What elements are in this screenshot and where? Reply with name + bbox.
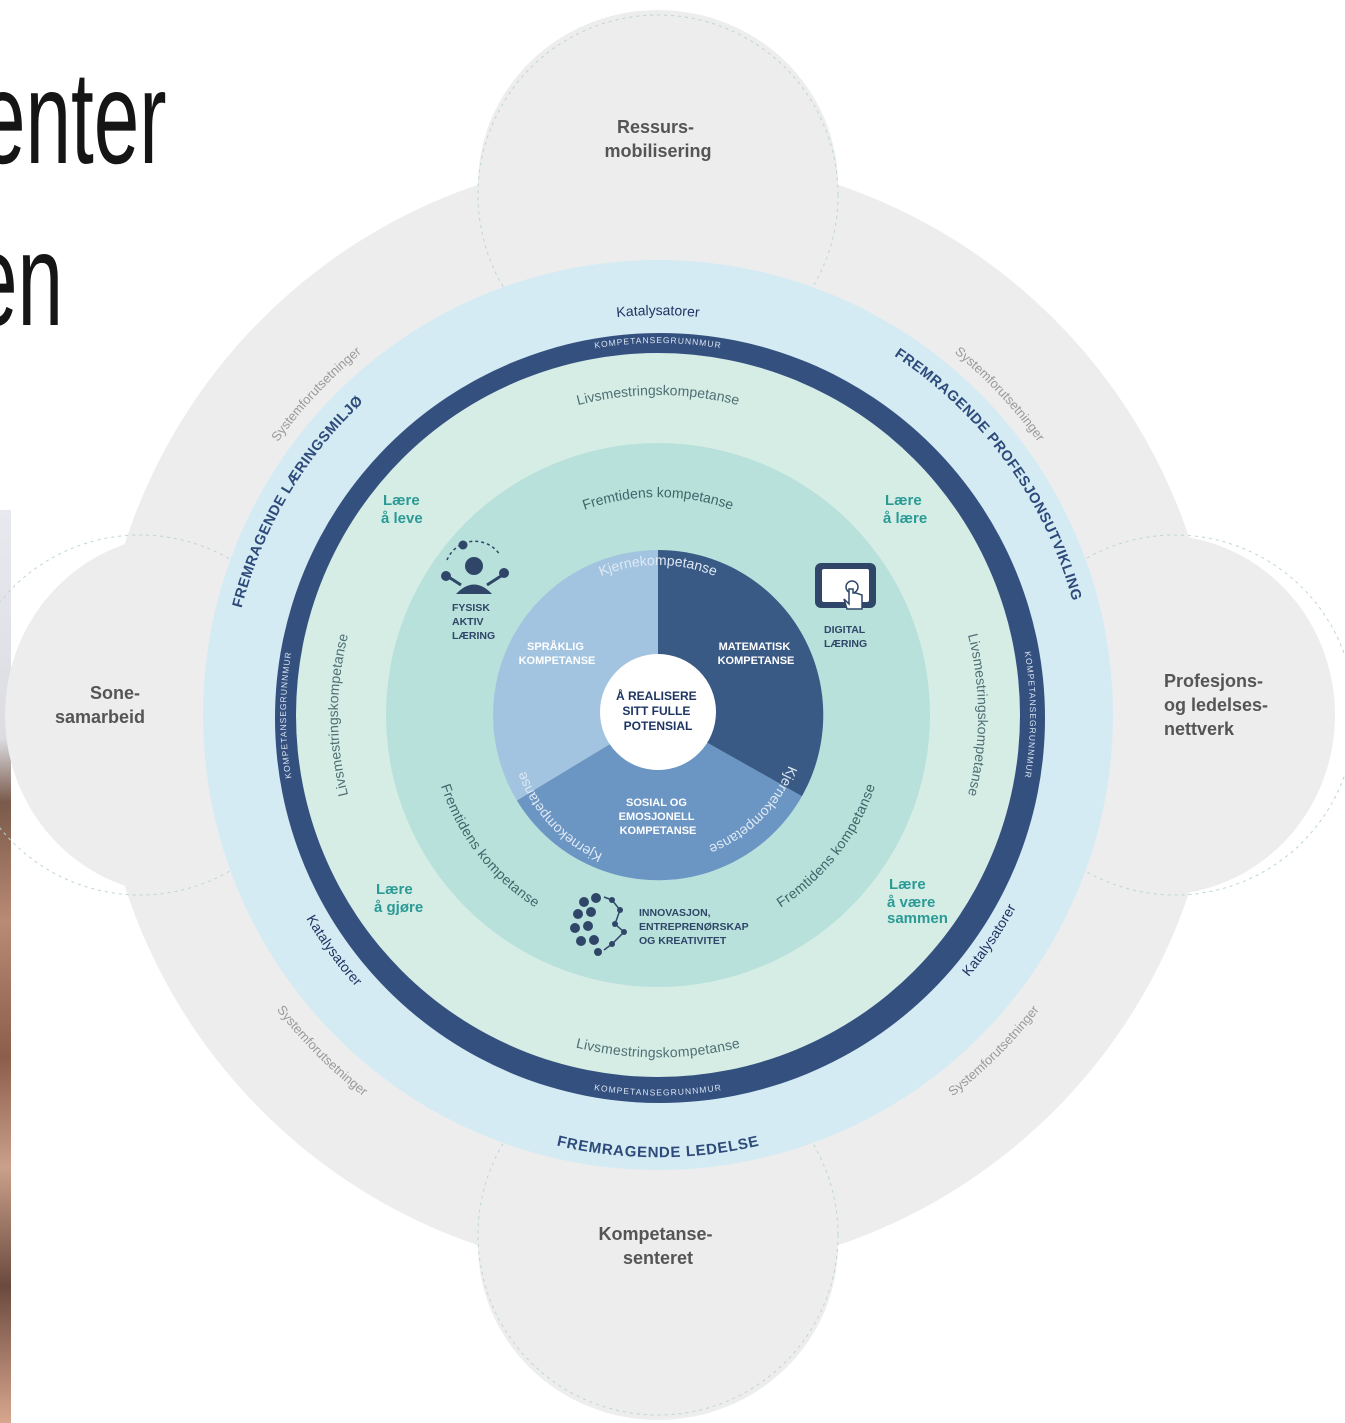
page-heading-line-2: en bbox=[0, 206, 64, 353]
center-label: Å REALISERE SITT FULLE POTENSIAL bbox=[616, 688, 700, 733]
cropped-photo bbox=[0, 510, 11, 1423]
petal-label-top: Ressurs- mobilisering bbox=[604, 117, 711, 161]
sosial-segment bbox=[516, 715, 802, 881]
digital-laering-label: DIGITAL LÆRING bbox=[824, 624, 868, 650]
katalysatorer-top: Katalysatorer bbox=[616, 302, 701, 320]
spraklig-kompetanse-label: SPRÅKLIG KOMPETANSE bbox=[519, 640, 596, 667]
kompetansegrunnmur-left: KOMPETANSEGRUNNMUR bbox=[278, 651, 293, 780]
fysisk-aktiv-laering-label: FYSISK AKTIV LÆRING bbox=[452, 602, 495, 642]
sosial-emosjonell-kompetanse-label: SOSIAL OG EMOSJONELL KOMPETANSE bbox=[619, 797, 698, 837]
laere-a-leve: Lære å leve bbox=[381, 492, 424, 527]
petal-right-dashed-outline bbox=[994, 534, 1345, 896]
laere-a-laere: Lære å lære bbox=[883, 492, 927, 527]
laere-a-vaere-sammen: Lære å være sammen bbox=[887, 876, 948, 927]
tablet-touch-icon bbox=[815, 563, 876, 610]
petal-label-right: Profesjons- og ledelses- nettverk bbox=[1164, 671, 1273, 739]
page-heading-line-1: enter bbox=[0, 44, 167, 191]
petal-label-left: Sone- samarbeid bbox=[55, 683, 145, 727]
petal-label-bottom: Kompetanse- senteret bbox=[598, 1224, 717, 1268]
laere-a-gjore: Lære å gjøre bbox=[374, 881, 423, 916]
matematisk-kompetanse-label: MATEMATISK KOMPETANSE bbox=[718, 641, 795, 667]
brain-circuit-icon bbox=[570, 893, 627, 956]
juggler-icon bbox=[441, 540, 509, 594]
innovasjon-label: INNOVASJON, ENTREPRENØRSKAP OG KREATIVIT… bbox=[639, 907, 751, 947]
center-circle bbox=[600, 654, 716, 770]
